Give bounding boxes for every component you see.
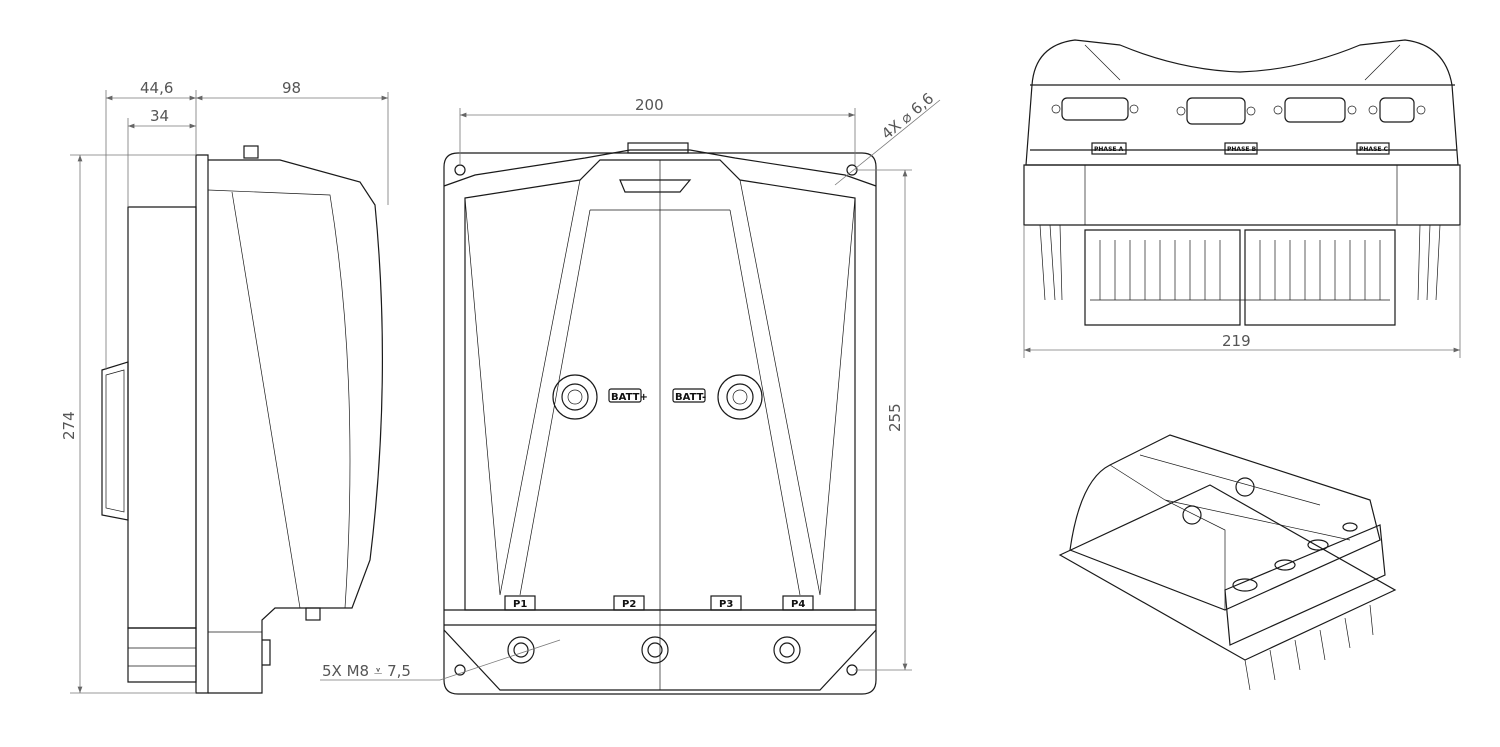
dim-200: 200 — [635, 96, 664, 114]
label-phase-c: PHASE C — [1359, 146, 1389, 153]
port-labels: P1 P2 P3 P4 — [504, 595, 814, 611]
battery-terminals — [552, 374, 763, 420]
dim-219: 219 — [1222, 332, 1251, 350]
label-p3: P3 — [719, 599, 733, 610]
label-p1: P1 — [513, 599, 527, 610]
side-view: 44,6 98 34 274 — [60, 79, 389, 694]
dim-98: 98 — [282, 79, 301, 97]
label-batt-pos: BATT+ — [611, 392, 648, 403]
top-view: PHASE A PHASE B PHASE C 219 — [1023, 39, 1461, 358]
label-batt-neg: BATT- — [675, 392, 706, 403]
label-p4: P4 — [791, 599, 805, 610]
front-view: BATT+ BATT- P1 P2 P3 P4 200 255 4X ⌀ 6,6… — [320, 89, 941, 695]
label-phase-a: PHASE A — [1094, 146, 1124, 153]
dim-255: 255 — [886, 403, 904, 432]
label-p2: P2 — [622, 599, 636, 610]
hole-callout: 4X ⌀ 6,6 — [878, 89, 937, 143]
top-connectors — [1051, 97, 1426, 125]
heatsink-fins — [1039, 224, 1441, 326]
dim-44-6: 44,6 — [140, 79, 173, 97]
dim-274: 274 — [60, 411, 78, 440]
thread-callout: 5X M8 ⩡ 7,5 — [322, 662, 411, 680]
dim-34: 34 — [150, 107, 169, 125]
isometric-view — [1058, 434, 1397, 691]
label-phase-b: PHASE B — [1227, 146, 1257, 153]
m8-holes — [507, 636, 801, 664]
